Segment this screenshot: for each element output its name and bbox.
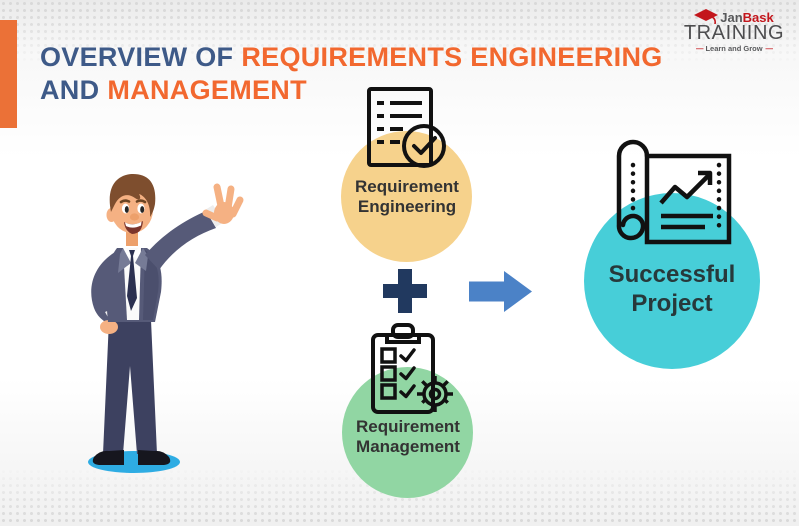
requirement-engineering-label: Requirement Engineering xyxy=(355,177,459,216)
title-text-and: AND xyxy=(40,75,100,105)
title-text-management: MANAGEMENT xyxy=(107,75,307,105)
tagline-dash-left: — xyxy=(695,44,703,53)
clipboard-tasks-gear-icon xyxy=(371,323,453,414)
logo-tagline: — Learn and Grow — xyxy=(678,44,790,53)
graduation-cap-icon xyxy=(694,9,719,24)
requirement-management-label: Requirement Management xyxy=(356,417,460,456)
logo-brand-text: JanBask xyxy=(720,11,773,24)
logo-tagline-text: Learn and Grow xyxy=(705,44,763,53)
requirement-management-circle xyxy=(342,367,473,498)
tagline-dash-right: — xyxy=(765,44,773,53)
logo-brand-jan: Jan xyxy=(720,10,743,25)
title-text-requirements: REQUIREMENTS ENGINEERING xyxy=(241,42,663,72)
gear-icon xyxy=(417,376,453,412)
janbask-training-logo: JanBask TRAINING — Learn and Grow — xyxy=(678,9,790,53)
plus-icon xyxy=(383,269,427,313)
blueprint-growth-chart-icon xyxy=(616,139,732,245)
document-checklist-check-icon xyxy=(367,87,446,168)
title-accent-bar xyxy=(0,20,17,128)
logo-brand-bask: Bask xyxy=(742,10,774,25)
businessman-waving-illustration xyxy=(88,174,244,473)
successful-project-label: Successful Project xyxy=(608,261,736,317)
title-text-overview: OVERVIEW OF xyxy=(40,42,234,72)
right-arrow-icon xyxy=(469,271,532,312)
logo-training-text: TRAINING xyxy=(683,22,785,44)
waving-hand xyxy=(202,183,244,224)
